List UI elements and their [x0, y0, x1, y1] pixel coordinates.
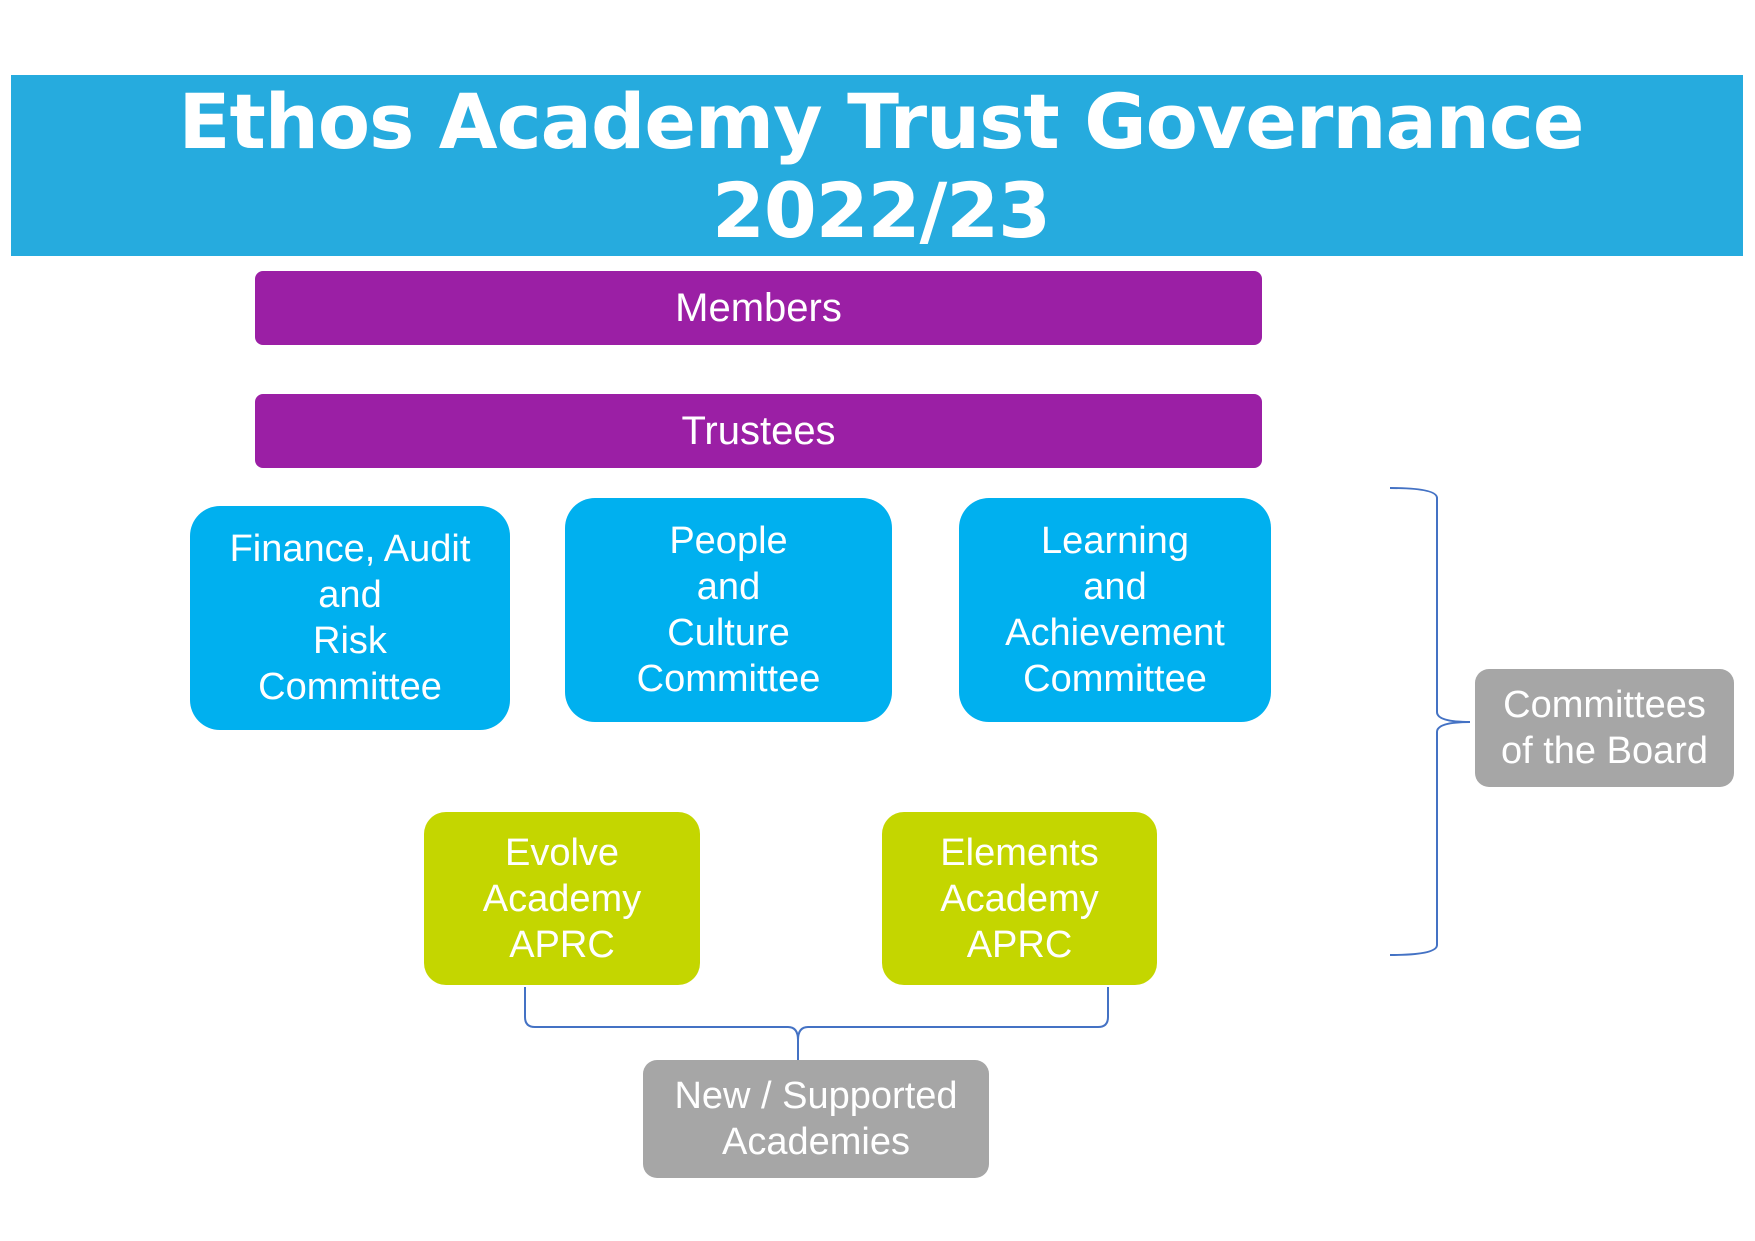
learning-achievement-committee-box: Learning and Achievement Committee — [959, 498, 1271, 722]
page-title: Ethos Academy Trust Governance 2022/23 — [178, 76, 1585, 255]
members-label: Members — [675, 285, 842, 330]
box-text: Risk — [313, 620, 387, 662]
box-text: Committee — [258, 666, 442, 708]
box-text: Finance, Audit — [229, 528, 471, 570]
box-text: of the Board — [1500, 730, 1709, 772]
finance-audit-risk-committee-box: Finance, Audit and Risk Committee — [190, 506, 510, 730]
trustees-box: Trustees — [255, 394, 1262, 468]
box-text: People — [669, 520, 788, 562]
box-text: APRC — [509, 923, 615, 966]
elements-academy-aprc-box: Elements Academy APRC — [882, 812, 1157, 985]
box-text: Academy — [940, 877, 1099, 920]
box-text: New / Supported — [674, 1075, 958, 1117]
box-text: Elements — [940, 831, 1099, 874]
box-text: Academy — [482, 877, 642, 920]
people-culture-committee-box: People and Culture Committee — [565, 498, 892, 722]
members-box: Members — [255, 271, 1262, 345]
bottom-brace — [524, 987, 1109, 1062]
new-supported-academies-label: New / Supported Academies — [643, 1060, 989, 1178]
box-text: and — [1083, 566, 1147, 608]
title-banner: Ethos Academy Trust Governance 2022/23 — [11, 75, 1743, 256]
box-text: and — [318, 574, 382, 616]
box-text: and — [696, 566, 761, 608]
box-text: Committee — [1023, 658, 1207, 700]
evolve-academy-aprc-box: Evolve Academy APRC — [424, 812, 700, 985]
box-text: Academies — [722, 1121, 910, 1163]
box-text: Learning — [1041, 520, 1189, 562]
box-text: Committee — [636, 658, 821, 700]
box-text: APRC — [966, 923, 1073, 966]
box-text: Evolve — [504, 831, 620, 874]
committees-of-the-board-label: Committees of the Board — [1475, 669, 1734, 787]
box-text: Committees — [1503, 684, 1706, 726]
box-text: Culture — [667, 612, 790, 654]
right-brace — [1389, 487, 1471, 956]
trustees-label: Trustees — [681, 408, 836, 453]
box-text: Achievement — [1005, 612, 1225, 654]
